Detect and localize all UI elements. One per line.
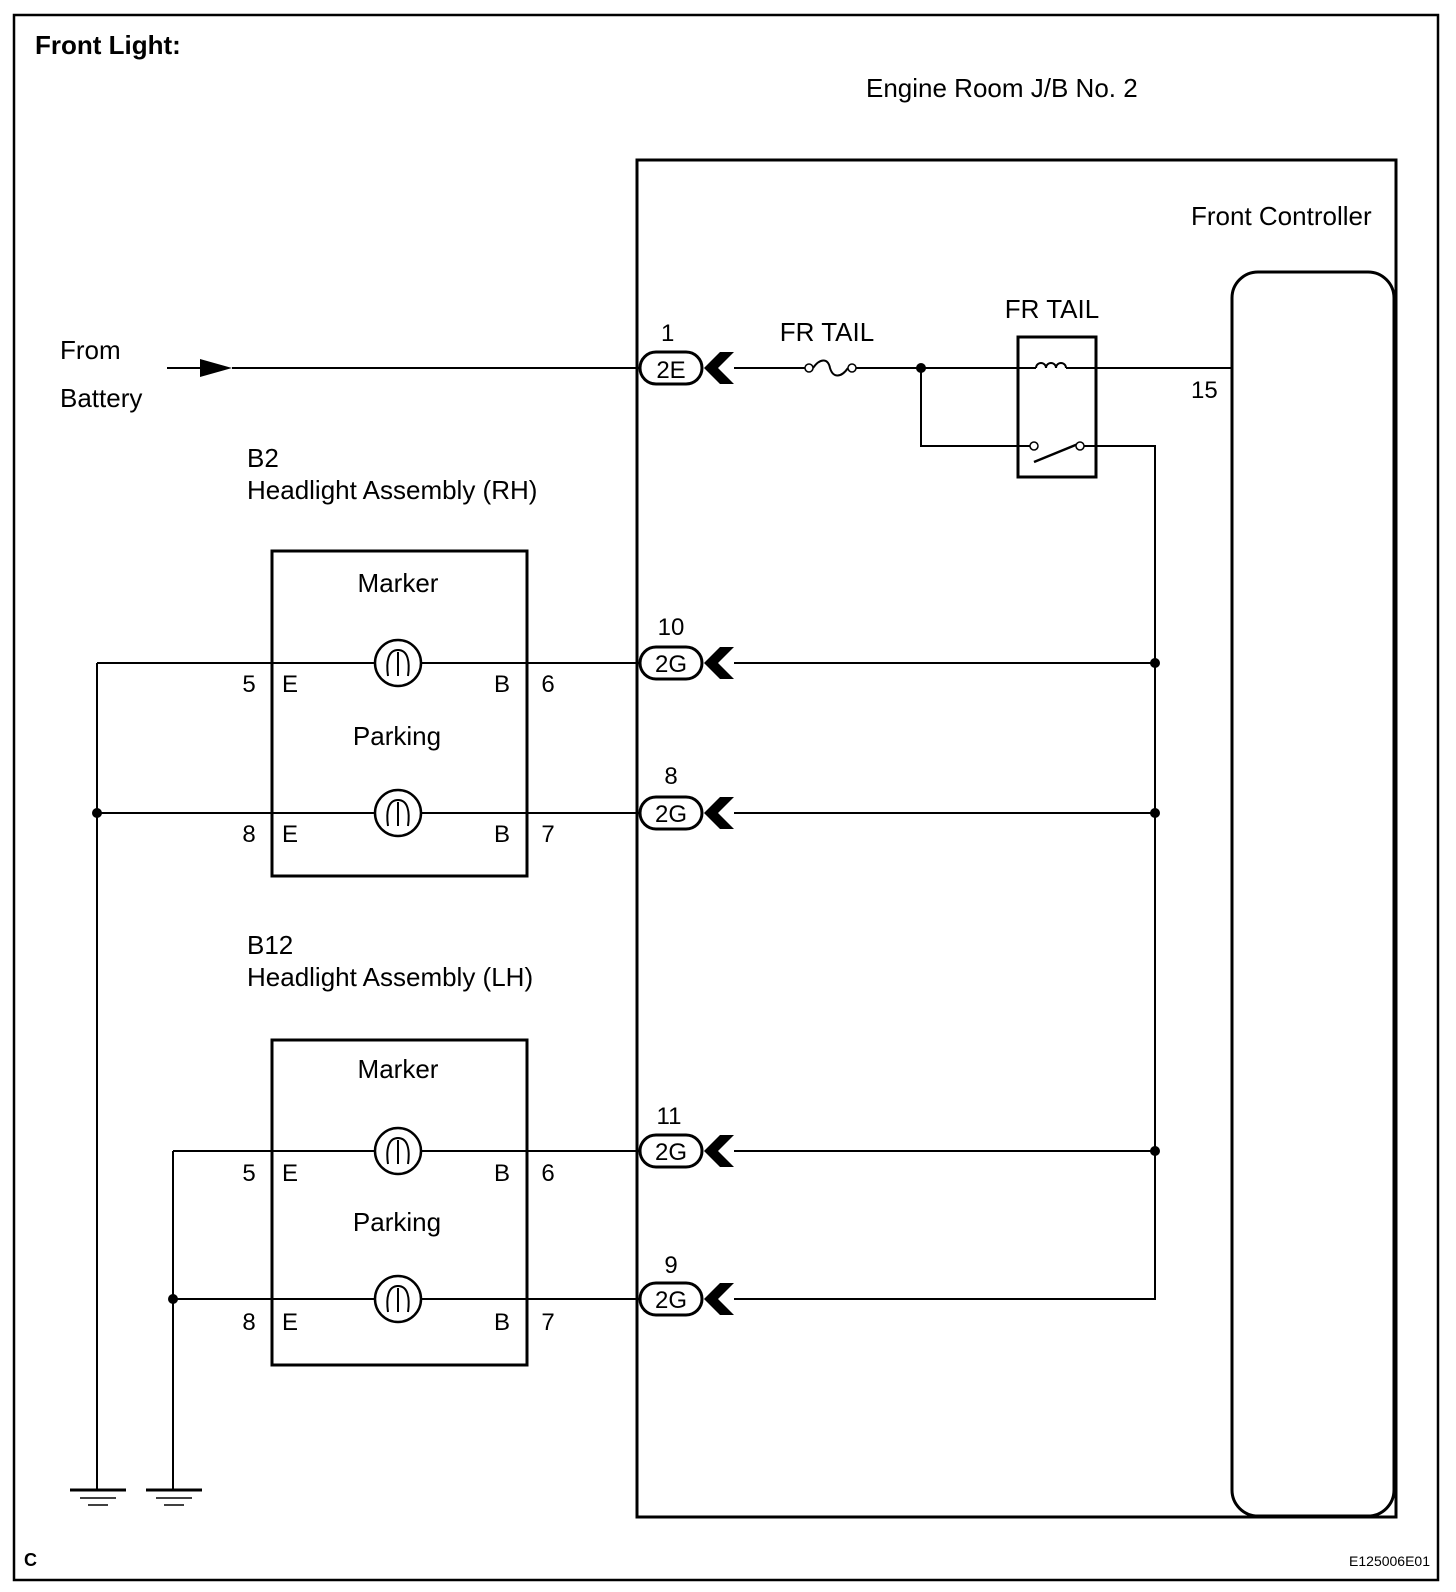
bulb-icon	[373, 638, 423, 688]
diagram-frame	[12, 13, 1440, 1582]
junction-block-label: Engine Room J/B No. 2	[866, 73, 1138, 103]
connector-pin-number: 9	[664, 1252, 677, 1279]
pin-e-number: 8	[242, 821, 255, 848]
bulb-label-parking: Parking	[353, 721, 441, 751]
relay-switch-icon	[1029, 441, 1085, 464]
pin-b-label: B	[494, 821, 510, 848]
headlight-id: B12	[247, 930, 293, 960]
pin-e-label: E	[282, 1160, 298, 1187]
pin-b-label: B	[494, 671, 510, 698]
pin-b-number: 7	[541, 1309, 554, 1336]
headlight-assembly-rh: B2 Headlight Assembly (RH) Marker 5 E B …	[97, 443, 640, 878]
pin-e-number: 5	[242, 671, 255, 698]
connector-code: 2E	[656, 357, 685, 384]
pin-e-label: E	[282, 1309, 298, 1336]
junction-block-box	[635, 158, 1398, 1519]
junction-dot	[1150, 658, 1160, 668]
connector-code: 2G	[655, 1287, 687, 1314]
headlight-box	[270, 1038, 529, 1367]
diagram-title: Front Light:	[35, 30, 181, 60]
connector-code: 2G	[655, 651, 687, 678]
ground-symbol-icon	[146, 1488, 202, 1506]
connector-2g-pin-11: 11 2G	[638, 1103, 734, 1169]
headlight-box	[270, 549, 529, 878]
bulb-icon	[373, 1274, 423, 1324]
headlight-assembly-lh: B12 Headlight Assembly (LH) Marker 5 E B…	[173, 930, 640, 1367]
battery-arrow-icon	[200, 359, 232, 377]
connector-chevron-icon	[704, 797, 734, 829]
connector-pin-number: 11	[657, 1103, 682, 1130]
connector-chevron-icon	[704, 1283, 734, 1315]
bulb-icon	[373, 1126, 423, 1176]
pin-e-label: E	[282, 821, 298, 848]
pin-b-number: 6	[541, 1160, 554, 1187]
wire-relay-switch-in	[920, 368, 1032, 447]
junction-dot	[168, 1294, 178, 1304]
fuse-icon	[804, 359, 857, 377]
headlight-id: B2	[247, 443, 279, 473]
connector-pin-number: 8	[664, 763, 677, 790]
headlight-name: Headlight Assembly (LH)	[247, 962, 533, 992]
pin-e-number: 5	[242, 1160, 255, 1187]
bulb-icon	[373, 788, 423, 838]
junction-dot	[1150, 1146, 1160, 1156]
connector-2g-pin-8: 8 2G	[638, 763, 734, 831]
front-controller-pin: 15	[1191, 377, 1218, 404]
front-controller-box	[1230, 270, 1396, 1518]
battery-label-line2: Battery	[60, 383, 142, 413]
bulb-label-marker: Marker	[358, 568, 439, 598]
pin-e-label: E	[282, 671, 298, 698]
pin-e-number: 8	[242, 1309, 255, 1336]
relay-box	[1016, 335, 1098, 479]
connector-oval	[638, 350, 704, 386]
relay-label: FR TAIL	[1005, 294, 1099, 324]
connector-chevron-icon	[704, 352, 734, 384]
connector-code: 2G	[655, 1139, 687, 1166]
connector-2e-pin-1: 1 2E	[638, 320, 734, 386]
junction-dot	[1150, 808, 1160, 818]
ground-symbol-icon	[70, 1488, 126, 1506]
battery-label-line1: From	[60, 335, 121, 365]
pin-b-label: B	[494, 1160, 510, 1187]
connector-pin-number: 10	[658, 614, 685, 641]
connector-chevron-icon	[704, 1135, 734, 1167]
footer-left-label: C	[24, 1550, 37, 1570]
fuse-label: FR TAIL	[780, 317, 874, 347]
junction-dot	[92, 808, 102, 818]
front-controller-label: Front Controller	[1191, 201, 1372, 231]
connector-2g-pin-10: 10 2G	[638, 614, 734, 681]
bulb-label-marker: Marker	[358, 1054, 439, 1084]
pin-b-number: 6	[541, 671, 554, 698]
relay-coil-icon	[1022, 362, 1074, 369]
connector-code: 2G	[655, 801, 687, 828]
bulb-label-parking: Parking	[353, 1207, 441, 1237]
connector-pin-number: 1	[661, 320, 674, 347]
pin-b-number: 7	[541, 821, 554, 848]
headlight-name: Headlight Assembly (RH)	[247, 475, 537, 505]
footer-right-code: E125006E01	[1349, 1553, 1430, 1569]
connector-chevron-icon	[704, 647, 734, 679]
pin-b-label: B	[494, 1309, 510, 1336]
wire-relay-output-bus	[734, 445, 1156, 1300]
connector-2g-pin-9: 9 2G	[638, 1252, 734, 1317]
